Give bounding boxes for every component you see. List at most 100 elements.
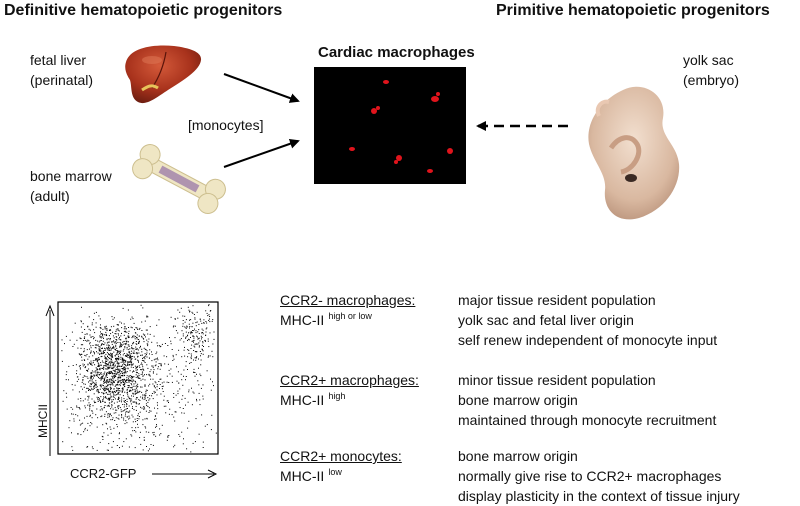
scatter-dot [128,364,130,366]
scatter-dot [87,395,89,397]
scatter-dot [87,370,89,372]
scatter-dot [119,346,121,348]
scatter-dot [118,397,120,399]
scatter-dot [109,357,110,359]
scatter-dot [123,367,125,369]
scatter-dot [102,340,104,342]
scatter-dot [147,367,149,369]
scatter-dot [101,384,103,386]
scatter-dot [107,385,109,387]
scatter-dot [154,387,156,389]
scatter-dot [115,346,117,348]
scatter-dot [200,355,201,357]
scatter-dot [93,338,94,340]
scatter-dot [89,376,91,378]
scatter-dot [181,330,183,332]
scatter-dot [102,328,104,330]
scatter-dot [124,369,126,371]
scatter-dot [185,336,187,338]
scatter-dot [104,328,106,330]
scatter-dot [89,380,91,382]
scatter-dot [144,394,146,396]
scatter-dot [89,407,91,409]
scatter-dot [102,439,104,440]
scatter-dot [81,359,83,361]
scatter-dot [123,441,125,443]
scatter-dot [185,365,187,367]
definitive-progenitors-header: Definitive hematopoietic progenitors [4,2,283,19]
scatter-dot [97,340,99,342]
scatter-dot [119,388,120,389]
scatter-dot [104,362,106,364]
scatter-dot [106,348,108,350]
scatter-dot [121,375,123,376]
scatter-dot [102,400,104,402]
scatter-dot [121,397,123,399]
scatter-dot [95,359,97,361]
scatter-dot [107,353,109,355]
scatter-dot [118,363,120,365]
scatter-dot [136,386,138,388]
scatter-dot [130,326,132,328]
scatter-dot [117,350,119,352]
scatter-dot [126,392,128,394]
scatter-dot [186,326,188,328]
scatter-dot [189,327,190,329]
scatter-dot [111,404,113,406]
scatter-dot [141,348,143,350]
scatter-dot [156,373,158,375]
scatter-dot [198,346,200,348]
scatter-dot [128,380,130,382]
scatter-dot [161,343,163,345]
scatter-dot [69,339,71,341]
scatter-dot [104,389,106,391]
scatter-dot [111,392,113,394]
scatter-dot [109,391,111,393]
scatter-dot [118,365,120,367]
scatter-dot [123,372,125,374]
scatter-dot [141,359,143,361]
scatter-dot [101,376,103,378]
scatter-dot [136,403,138,405]
scatter-dot [98,377,99,379]
scatter-dot [167,436,169,438]
scatter-dot [194,357,196,359]
scatter-dot [105,373,107,375]
scatter-dot [127,335,129,337]
scatter-dot [129,353,131,355]
scatter-dot [80,353,82,355]
scatter-dot [193,330,195,332]
scatter-dot [118,397,119,399]
scatter-dot [100,352,102,354]
scatter-dot [95,382,97,384]
scatter-dot [95,326,97,328]
scatter-dot [107,428,108,430]
scatter-dot [113,394,115,396]
scatter-dot [195,330,197,332]
scatter-dot [99,368,100,370]
scatter-dot [189,310,191,312]
scatter-dot [111,341,113,343]
scatter-dot [129,358,131,360]
scatter-dot [80,386,82,388]
scatter-dot [136,397,138,399]
scatter-dot [109,413,111,415]
scatter-dot [142,371,144,373]
scatter-dot [88,368,90,370]
scatter-dot [122,404,124,405]
scatter-dot [104,327,106,329]
scatter-dot [109,339,111,341]
scatter-dot [115,331,117,332]
scatter-dot [88,328,90,330]
scatter-dot [91,417,93,419]
scatter-dot [170,343,172,345]
scatter-dot [136,352,138,354]
scatter-dot [99,388,101,390]
scatter-dot [80,321,82,323]
scatter-dot [128,344,130,346]
scatter-dot [98,372,100,374]
scatter-dot [208,304,210,306]
scatter-dot [102,336,104,338]
scatter-dot [106,372,108,374]
scatter-dot [90,362,92,364]
